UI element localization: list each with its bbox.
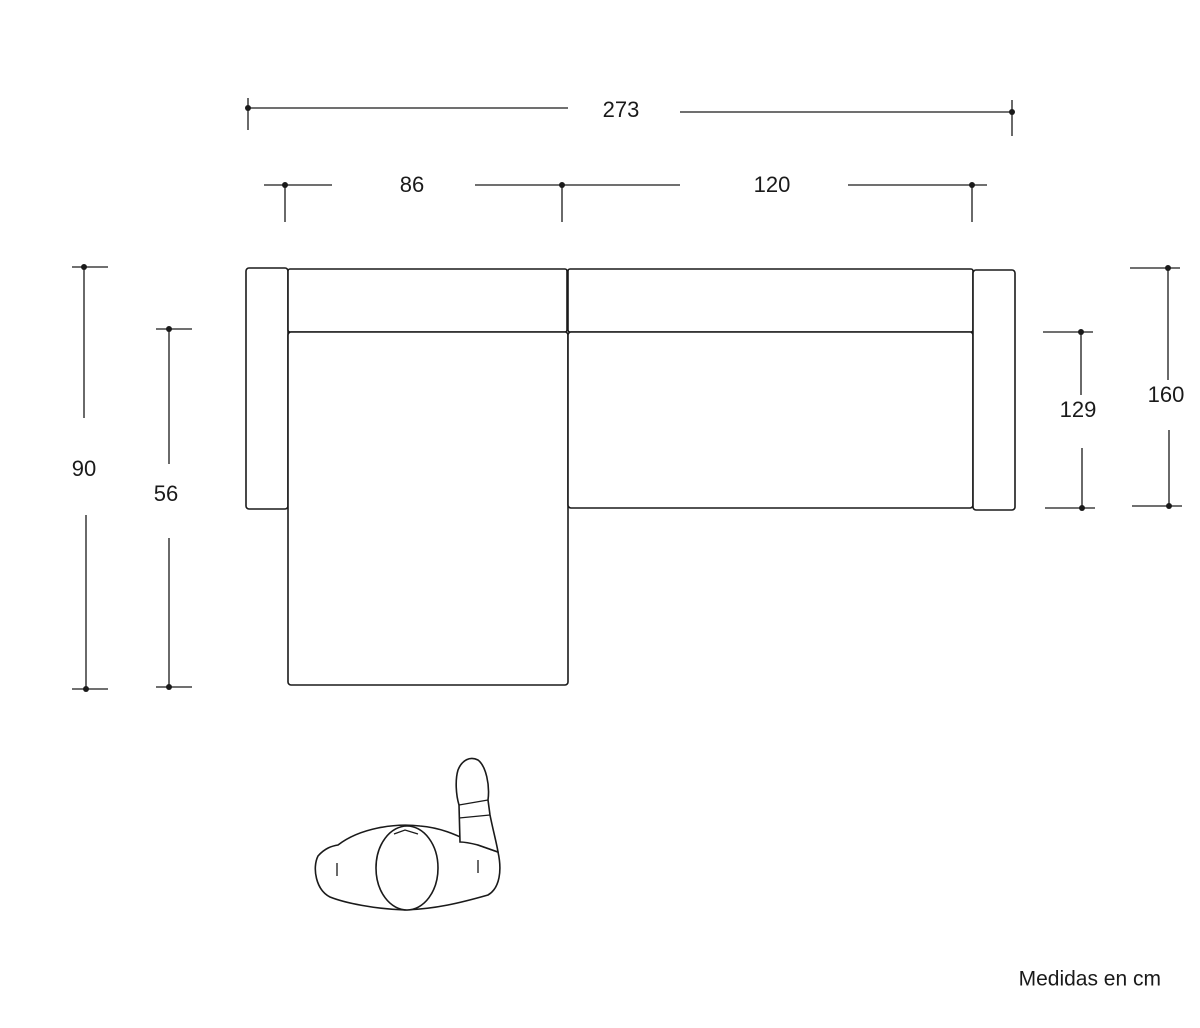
dim-total-width: 273 — [245, 97, 1015, 136]
right-armrest — [972, 269, 1016, 511]
right-seat — [567, 331, 974, 509]
sofa-plan — [245, 267, 1016, 686]
label-chaise-depth: 160 — [1148, 382, 1185, 407]
label-total-width: 273 — [603, 97, 640, 122]
label-section-depth: 129 — [1060, 397, 1097, 422]
label-section-width: 120 — [754, 172, 791, 197]
person-top-view-icon — [314, 757, 501, 911]
right-back-cushion — [567, 268, 974, 333]
label-total-depth: 90 — [72, 456, 96, 481]
dim-section-widths: 86 120 — [264, 172, 987, 222]
dim-total-depth: 90 — [72, 264, 108, 692]
dim-section-depth: 129 — [1043, 329, 1096, 511]
label-chaise-width: 86 — [400, 172, 424, 197]
left-back-cushion — [287, 268, 568, 333]
left-armrest — [245, 267, 289, 510]
dim-seat-depth: 56 — [154, 326, 192, 690]
chaise-seat — [287, 331, 569, 686]
dim-chaise-depth: 160 — [1130, 265, 1184, 509]
label-seat-depth: 56 — [154, 481, 178, 506]
units-note: Medidas en cm — [1019, 968, 1161, 991]
